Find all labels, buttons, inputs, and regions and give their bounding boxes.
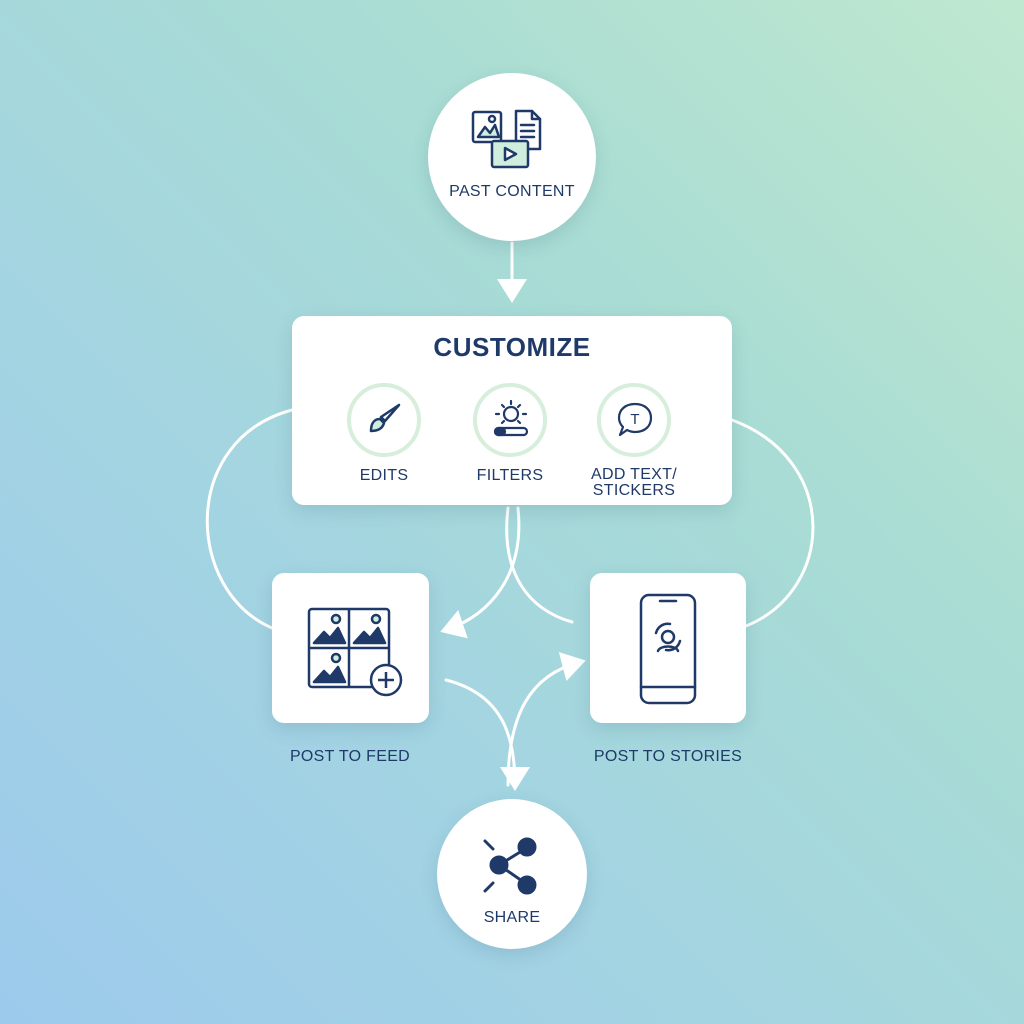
- paintbrush-icon: [365, 401, 403, 439]
- post-to-stories-label: POST TO STORIES: [593, 748, 743, 765]
- smartphone-story-icon: [638, 593, 698, 705]
- svg-text:T: T: [630, 411, 639, 428]
- past-content-node[interactable]: PAST CONTENT: [428, 73, 596, 241]
- add-text-stickers-label: ADD TEXT/ STICKERS: [591, 466, 677, 499]
- share-label: SHARE: [483, 909, 541, 926]
- filters-tool[interactable]: [473, 383, 547, 457]
- edits-label: EDITS: [359, 467, 409, 484]
- text-bubble-icon: T: [615, 400, 655, 440]
- connector-customize-to-feed: [440, 506, 521, 639]
- customize-title: CUSTOMIZE: [433, 332, 591, 362]
- connector-share-to-stories: [506, 652, 586, 787]
- connector-feed-to-share: [444, 678, 530, 791]
- customize-card[interactable]: CUSTOMIZE EDITS FILT: [292, 316, 732, 505]
- share-node[interactable]: SHARE: [437, 799, 587, 949]
- sun-slider-icon: [491, 399, 531, 439]
- post-to-feed-label: POST TO FEED: [289, 748, 411, 765]
- connector-customize-to-stories: [505, 506, 574, 624]
- edits-tool[interactable]: [347, 383, 421, 457]
- photo-grid-add-icon: [306, 606, 404, 698]
- share-icon: [481, 833, 543, 899]
- add-text-stickers-tool[interactable]: T: [597, 383, 671, 457]
- past-content-label: PAST CONTENT: [449, 183, 575, 200]
- post-to-feed-card[interactable]: [272, 573, 429, 723]
- post-to-stories-card[interactable]: [590, 573, 746, 723]
- media-collection-icon: [470, 109, 554, 171]
- filters-label: FILTERS: [476, 467, 544, 484]
